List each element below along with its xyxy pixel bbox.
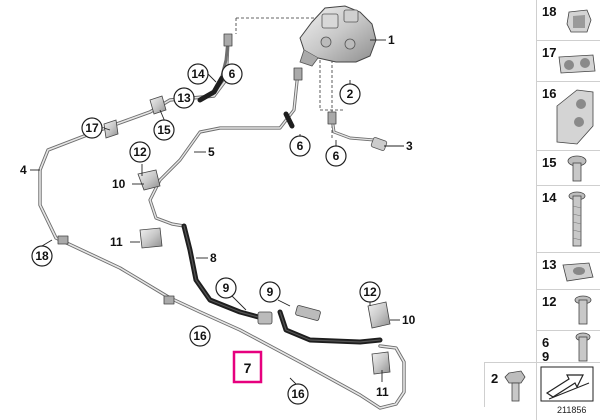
arrow-symbol-icon [540, 366, 594, 402]
flange-bolt-icon [574, 295, 592, 325]
callout-1: 1 [388, 33, 395, 47]
bracket-holder-icon [556, 89, 594, 145]
double-clip-icon [558, 54, 596, 74]
callout-12b: 12 [363, 285, 377, 299]
callout-6b: 6 [297, 139, 304, 153]
callout-9a: 9 [223, 281, 230, 295]
hex-socket-screw-icon [567, 155, 587, 182]
callout-2: 2 [347, 87, 354, 101]
legend-item-6-9: 6 9 [537, 331, 600, 364]
legend-item-18: 18 [537, 0, 600, 41]
callout-15: 15 [157, 123, 171, 137]
callout-6c: 6 [333, 149, 340, 163]
pipe-part-5 [148, 70, 300, 228]
nut-clip-icon [562, 262, 594, 282]
valve-block-part [299, 5, 377, 67]
bracket-parts [103, 95, 391, 375]
circled-callouts [31, 63, 381, 405]
callout-16a: 16 [193, 329, 207, 343]
clip-part-17 [103, 119, 119, 139]
hose-part-lower [277, 309, 383, 345]
legend-item-14: 14 [537, 186, 600, 253]
callout-6a: 6 [229, 67, 236, 81]
callout-7: 7 [244, 360, 252, 376]
legend-item-15: 15 [537, 151, 600, 186]
parts-legend: 18 17 16 15 14 13 [536, 0, 600, 420]
callout-13: 13 [177, 91, 191, 105]
socket-bolt-icon [575, 332, 591, 362]
hose-part-8 [181, 223, 265, 321]
callout-10b: 10 [402, 313, 416, 327]
highlight-box-7 [232, 350, 263, 384]
hex-bolt-icon [504, 370, 526, 402]
reference-number: 211856 [557, 405, 587, 415]
callout-3: 3 [406, 139, 413, 153]
legend-item-16: 16 [537, 82, 600, 151]
callout-8: 8 [210, 251, 217, 265]
callout-10a: 10 [112, 177, 126, 191]
callout-17: 17 [85, 121, 99, 135]
clip-icon [566, 9, 592, 33]
callout-18: 18 [35, 249, 49, 263]
callout-4: 4 [20, 163, 27, 177]
callout-12a: 12 [133, 145, 147, 159]
legend-item-12: 12 [537, 290, 600, 331]
hose-part-13 [197, 75, 225, 103]
legend-item-2: 2 [484, 362, 600, 407]
callout-16b: 16 [291, 387, 305, 401]
callout-5: 5 [208, 145, 215, 159]
callout-11b: 11 [376, 385, 389, 399]
legend-item-13: 13 [537, 253, 600, 290]
callout-11a: 11 [110, 235, 123, 249]
callout-9b: 9 [267, 285, 274, 299]
long-screw-icon [568, 191, 586, 247]
reference-dashed-lines [235, 17, 344, 140]
callout-14: 14 [191, 67, 205, 81]
legend-item-17: 17 [537, 41, 600, 82]
clip-part-15 [149, 95, 167, 115]
